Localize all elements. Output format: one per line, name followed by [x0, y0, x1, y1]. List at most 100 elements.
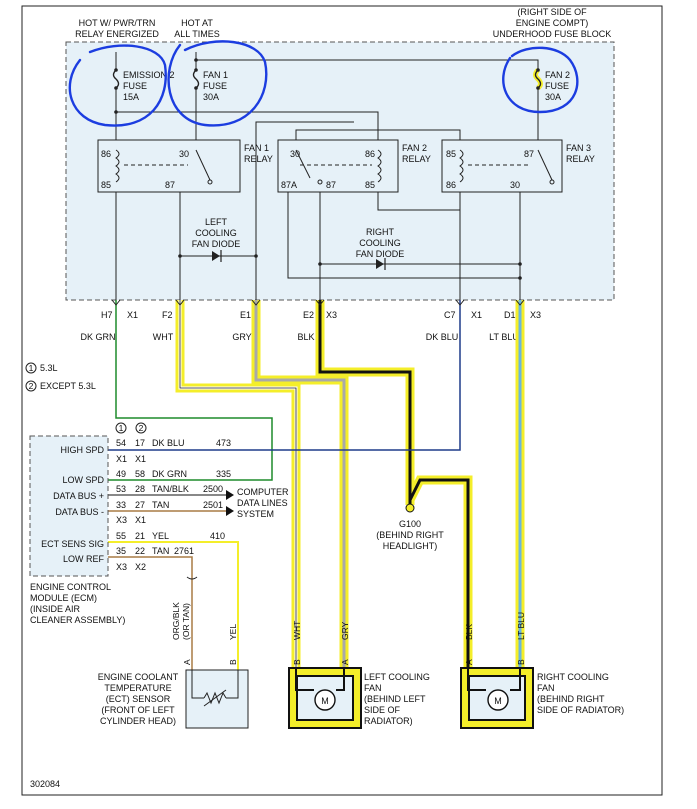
svg-text:H7: H7 [101, 310, 113, 320]
svg-text:HEADLIGHT): HEADLIGHT) [383, 541, 438, 551]
wires [108, 300, 522, 670]
svg-text:RIGHT COOLING: RIGHT COOLING [537, 672, 609, 682]
svg-text:X1: X1 [116, 454, 127, 464]
svg-text:FUSE: FUSE [545, 81, 569, 91]
ground-g100: G100 (BEHIND RIGHT HEADLIGHT) [376, 503, 444, 551]
svg-text:X3: X3 [116, 562, 127, 572]
connector-stubs [111, 299, 525, 306]
svg-text:DATA BUS -: DATA BUS - [55, 507, 104, 517]
svg-text:COOLING: COOLING [195, 228, 237, 238]
svg-text:F2: F2 [162, 310, 173, 320]
svg-text:X2: X2 [135, 562, 146, 572]
svg-text:UNDERHOOD FUSE BLOCK: UNDERHOOD FUSE BLOCK [493, 29, 612, 39]
svg-text:1: 1 [119, 423, 124, 433]
svg-text:FAN DIODE: FAN DIODE [356, 249, 405, 259]
emission2-fuse: EMISSION 2 FUSE 15A [112, 68, 175, 102]
svg-text:DK BLU: DK BLU [426, 332, 459, 342]
svg-text:FAN 2: FAN 2 [402, 143, 427, 153]
option-legend: 1 5.3L 2 EXCEPT 5.3L [25, 362, 96, 392]
svg-text:FAN: FAN [537, 683, 555, 693]
svg-text:58: 58 [135, 469, 145, 479]
svg-text:GRY: GRY [232, 332, 251, 342]
svg-text:2: 2 [29, 381, 34, 391]
svg-text:54: 54 [116, 438, 126, 448]
svg-text:86: 86 [446, 180, 456, 190]
svg-text:M: M [321, 696, 329, 706]
pen-circle-fan1-fuse [167, 40, 268, 127]
svg-text:B: B [292, 659, 302, 665]
svg-text:MODULE (ECM): MODULE (ECM) [30, 593, 97, 603]
svg-text:BLK: BLK [464, 624, 474, 640]
svg-text:WHT: WHT [292, 621, 302, 640]
pen-circle-emission-fuse [68, 44, 167, 127]
svg-text:85: 85 [446, 149, 456, 159]
fuse-outputs [115, 88, 539, 300]
svg-text:ORG/BLK: ORG/BLK [171, 602, 181, 640]
svg-text:87: 87 [165, 180, 175, 190]
fuse-block-label: (RIGHT SIDE OF ENGINE COMPT) UNDERHOOD F… [493, 7, 612, 39]
svg-text:2500: 2500 [203, 484, 223, 494]
svg-text:DATA BUS +: DATA BUS + [53, 491, 104, 501]
svg-text:LOW REF: LOW REF [63, 554, 105, 564]
fan1-fuse: FAN 1 FUSE 30A [192, 68, 228, 102]
svg-text:LT BLU: LT BLU [489, 332, 519, 342]
svg-text:M: M [494, 696, 502, 706]
svg-text:B: B [516, 659, 526, 665]
connector-labels: H7 X1 DK GRN F2 WHT E1 GRY E2 X3 BLK C7 … [80, 310, 541, 342]
svg-text:ALL TIMES: ALL TIMES [174, 29, 220, 39]
svg-text:87: 87 [326, 180, 336, 190]
svg-text:2: 2 [139, 423, 144, 433]
svg-text:410: 410 [210, 531, 225, 541]
svg-text:DK GRN: DK GRN [80, 332, 115, 342]
hot-all-times-label: HOT AT ALL TIMES [174, 18, 220, 39]
fan3-relay: 85 86 87 30 FAN 3 RELAY [441, 139, 595, 193]
svg-text:LEFT: LEFT [205, 217, 228, 227]
svg-text:X1: X1 [127, 310, 138, 320]
svg-text:86: 86 [101, 149, 111, 159]
svg-text:(FRONT OF LEFT: (FRONT OF LEFT [101, 705, 175, 715]
svg-text:335: 335 [216, 469, 231, 479]
svg-text:85: 85 [101, 180, 111, 190]
svg-text:(BEHIND RIGHT: (BEHIND RIGHT [537, 694, 605, 704]
svg-text:DK BLU: DK BLU [152, 438, 185, 448]
left-diode: LEFT COOLING FAN DIODE [192, 217, 240, 262]
svg-text:30: 30 [290, 149, 300, 159]
svg-text:FAN 3: FAN 3 [566, 143, 591, 153]
svg-text:FAN 2: FAN 2 [545, 70, 570, 80]
svg-text:2761: 2761 [174, 546, 194, 556]
svg-text:(RIGHT SIDE OF: (RIGHT SIDE OF [517, 7, 587, 17]
ecm-module: 1 2 HIGH SPD 54 17 DK BLU 473 X1 X1 LOW … [29, 422, 231, 625]
left-cooling-fan: WHT GRY B A M LEFT COOLING FAN (BEHIND L… [288, 621, 430, 729]
svg-text:2501: 2501 [203, 500, 223, 510]
pen-circle-fan2-fuse [502, 46, 579, 114]
svg-text:15A: 15A [123, 92, 139, 102]
svg-text:SIDE OF RADIATOR): SIDE OF RADIATOR) [537, 705, 624, 715]
svg-text:HIGH SPD: HIGH SPD [60, 445, 104, 455]
svg-text:CLEANER ASSEMBLY): CLEANER ASSEMBLY) [30, 615, 125, 625]
svg-text:28: 28 [135, 484, 145, 494]
svg-text:LEFT COOLING: LEFT COOLING [364, 672, 430, 682]
junction-dots [114, 58, 522, 280]
svg-text:SYSTEM: SYSTEM [237, 509, 274, 519]
svg-text:(BEHIND LEFT: (BEHIND LEFT [364, 694, 426, 704]
svg-text:17: 17 [135, 438, 145, 448]
svg-text:473: 473 [216, 438, 231, 448]
svg-text:RELAY ENERGIZED: RELAY ENERGIZED [75, 29, 159, 39]
svg-text:YEL: YEL [152, 531, 169, 541]
svg-text:30: 30 [179, 149, 189, 159]
svg-text:87: 87 [524, 149, 534, 159]
svg-text:X3: X3 [530, 310, 541, 320]
svg-text:E2: E2 [303, 310, 314, 320]
svg-text:ENGINE COOLANT: ENGINE COOLANT [98, 672, 179, 682]
svg-text:87A: 87A [281, 180, 297, 190]
svg-text:(OR TAN): (OR TAN) [181, 603, 191, 640]
outer-frame [21, 5, 663, 796]
svg-text:EMISSION 2: EMISSION 2 [123, 70, 175, 80]
svg-text:GRY: GRY [340, 621, 350, 640]
fan2-fuse: FAN 2 FUSE 30A [533, 68, 570, 102]
svg-text:C7: C7 [444, 310, 456, 320]
svg-text:SIDE OF: SIDE OF [364, 705, 401, 715]
svg-text:EXCEPT 5.3L: EXCEPT 5.3L [40, 381, 96, 391]
svg-text:(ECT) SENSOR: (ECT) SENSOR [106, 694, 171, 704]
svg-text:21: 21 [135, 531, 145, 541]
